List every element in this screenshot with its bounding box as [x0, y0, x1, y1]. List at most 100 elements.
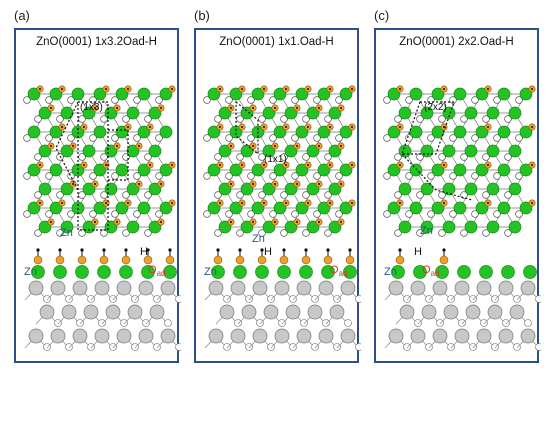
- zn-atom: [464, 106, 478, 120]
- zn-atom: [60, 220, 74, 234]
- zn-atom: [218, 182, 232, 196]
- bulk-atom: [83, 304, 99, 320]
- zn-atom: [453, 163, 467, 177]
- zn-atom: [207, 125, 221, 139]
- o-atom: [269, 96, 277, 104]
- h-atom: [274, 107, 276, 109]
- o-atom: [56, 153, 64, 161]
- zn-atom: [339, 125, 353, 139]
- o-atom: [460, 153, 468, 161]
- zn-atom: [317, 201, 331, 215]
- o-atom: [394, 153, 402, 161]
- h-atom: [348, 248, 352, 252]
- h-atom: [329, 88, 331, 90]
- zn-atom: [295, 87, 309, 101]
- o-atom: [247, 96, 255, 104]
- zn-atom: [49, 201, 63, 215]
- o-atom: [302, 229, 310, 237]
- h-label: H: [264, 246, 272, 258]
- o-atom: [155, 96, 163, 104]
- o-atom: [480, 319, 488, 327]
- o-atom: [394, 115, 402, 123]
- o-atom: [324, 115, 332, 123]
- o-atom: [493, 134, 501, 142]
- zn-atom: [486, 220, 500, 234]
- bulk-atom: [274, 328, 290, 344]
- h-atom: [442, 248, 446, 252]
- o-atom: [335, 96, 343, 104]
- o-atom: [280, 153, 288, 161]
- o-atom: [300, 319, 308, 327]
- o-atom: [133, 96, 141, 104]
- zn-atom: [306, 144, 320, 158]
- zn-atom: [207, 163, 221, 177]
- zn-atom: [387, 163, 401, 177]
- o-atom: [258, 115, 266, 123]
- o-atom: [225, 134, 233, 142]
- o-atom: [313, 172, 321, 180]
- zn-atom: [49, 125, 63, 139]
- bulk-atom: [476, 328, 492, 344]
- bulk-atom: [487, 304, 503, 320]
- o-atom: [214, 153, 222, 161]
- zn-atom: [255, 265, 269, 279]
- h-atom: [80, 248, 84, 252]
- o-atom: [111, 134, 119, 142]
- h-atom: [443, 126, 445, 128]
- h-atom: [160, 221, 162, 223]
- bulk-atom: [329, 304, 345, 320]
- o-atom: [67, 134, 75, 142]
- o-atom: [535, 343, 541, 351]
- zn-atom: [409, 201, 423, 215]
- o-atom: [76, 319, 84, 327]
- o-atom: [471, 210, 479, 218]
- o-atom: [403, 295, 411, 303]
- o-atom: [280, 191, 288, 199]
- zn-atom: [115, 163, 129, 177]
- bulk-atom: [454, 328, 470, 344]
- bulk-atom: [520, 280, 536, 296]
- h-atom: [329, 202, 331, 204]
- top-view: [23, 85, 176, 237]
- o-atom: [335, 210, 343, 218]
- zn-side-label: Zn: [384, 266, 397, 278]
- zn-atom: [262, 220, 276, 234]
- h-atom: [39, 88, 41, 90]
- zn-atom: [295, 163, 309, 177]
- h-atom: [83, 126, 85, 128]
- h-atom: [127, 126, 129, 128]
- o-atom: [405, 134, 413, 142]
- bulk-atom: [318, 328, 334, 344]
- o-atom: [449, 172, 457, 180]
- o-atom: [502, 319, 510, 327]
- zn-atom: [137, 201, 151, 215]
- bulk-atom: [94, 280, 110, 296]
- top-view: [203, 85, 356, 237]
- h-atom: [398, 248, 402, 252]
- h-atom: [443, 88, 445, 90]
- zn-atom: [328, 106, 342, 120]
- o-atom: [383, 172, 391, 180]
- oad-atom: [121, 255, 131, 265]
- o-atom: [482, 229, 490, 237]
- o-atom: [355, 343, 361, 351]
- zn-atom: [508, 106, 522, 120]
- zn-atom: [328, 220, 342, 234]
- zn-atom: [251, 201, 265, 215]
- bulk-atom: [127, 304, 143, 320]
- zn-atom: [38, 106, 52, 120]
- h-atom: [263, 88, 265, 90]
- h-atom: [296, 221, 298, 223]
- zn-atom: [251, 163, 265, 177]
- o-atom: [23, 134, 31, 142]
- h-atom: [307, 126, 309, 128]
- o-atom: [291, 134, 299, 142]
- zn-atom: [420, 106, 434, 120]
- structure-diagram-c: (2x2) Zn Zn H Oad: [383, 85, 541, 351]
- zn-atom: [126, 106, 140, 120]
- panel-a: ZnO(0001) 1x3.2Oad-H (1x3) Zn Zn H Oad: [14, 28, 181, 363]
- o-atom: [405, 210, 413, 218]
- h-atom: [340, 183, 342, 185]
- bulk-atom: [72, 280, 88, 296]
- panel-title: ZnO(0001) 2x2.Oad-H: [399, 36, 514, 48]
